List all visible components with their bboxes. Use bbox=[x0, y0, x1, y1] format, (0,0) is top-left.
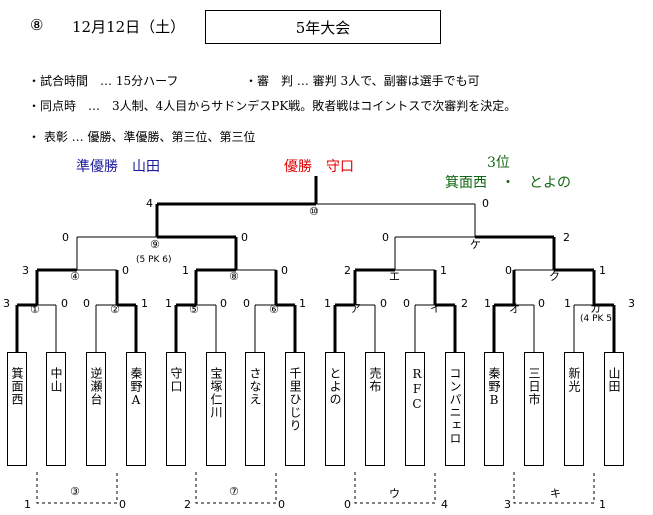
match-score: 3 bbox=[504, 498, 511, 511]
team-box: 守口 bbox=[166, 352, 186, 466]
rule-match-time: ・試合時間 … 15分ハーフ bbox=[28, 74, 179, 88]
match-score: 3 bbox=[22, 264, 29, 277]
event-title: 5年大会 bbox=[205, 10, 441, 44]
team-box: 新光 bbox=[564, 352, 584, 466]
match-score: 2 bbox=[344, 264, 351, 277]
match-label: エ bbox=[389, 270, 400, 283]
match-score: 0 bbox=[243, 297, 250, 310]
match-score: 0 bbox=[220, 297, 227, 310]
team-box: 箕面西 bbox=[7, 352, 27, 466]
match-score: 0 bbox=[122, 264, 129, 277]
match-score: 2 bbox=[184, 498, 191, 511]
match-label: ③ bbox=[70, 485, 80, 498]
match-score: 0 bbox=[62, 231, 69, 244]
match-label: ⑥ bbox=[269, 303, 279, 316]
match-score: 1 bbox=[484, 297, 491, 310]
team-box: 秦野A bbox=[126, 352, 146, 466]
event-date: 12月12日（土） bbox=[72, 18, 186, 36]
team-box: 宝塚仁川 bbox=[206, 352, 226, 466]
team-box: 三日市 bbox=[524, 352, 544, 466]
match-score: 1 bbox=[564, 297, 571, 310]
match-label: ク bbox=[549, 270, 560, 283]
pk-note: (5 PK 6) bbox=[136, 255, 172, 265]
match-score: 0 bbox=[505, 264, 512, 277]
match-score: 1 bbox=[599, 264, 606, 277]
match-label: ① bbox=[30, 303, 40, 316]
runner-up-label: 準優勝 山田 bbox=[76, 159, 160, 175]
match-score: 1 bbox=[440, 264, 447, 277]
match-label: ケ bbox=[470, 238, 481, 251]
match-score: 2 bbox=[563, 231, 570, 244]
match-score: 0 bbox=[403, 297, 410, 310]
match-label: ア bbox=[350, 302, 361, 315]
match-label: カ bbox=[590, 302, 601, 315]
team-box: コンパニェロ bbox=[445, 352, 465, 466]
match-score: 3 bbox=[628, 297, 635, 310]
match-label: ウ bbox=[389, 487, 400, 500]
match-score: 1 bbox=[299, 297, 306, 310]
match-score: 0 bbox=[538, 297, 545, 310]
team-box: 中山 bbox=[46, 352, 66, 466]
match-label: ⑤ bbox=[189, 303, 199, 316]
match-score: 0 bbox=[380, 297, 387, 310]
match-label: ⑨ bbox=[150, 238, 160, 251]
match-score: 0 bbox=[278, 498, 285, 511]
match-score: 4 bbox=[441, 498, 448, 511]
team-box: RFC bbox=[405, 352, 425, 466]
match-score: 0 bbox=[482, 197, 489, 210]
match-label: ⑦ bbox=[229, 485, 239, 498]
match-label: オ bbox=[509, 302, 520, 315]
match-score: 1 bbox=[165, 297, 172, 310]
match-score: 1 bbox=[24, 498, 31, 511]
team-box: 秦野B bbox=[484, 352, 504, 466]
match-score: 1 bbox=[141, 297, 148, 310]
match-label: イ bbox=[430, 302, 441, 315]
team-box: 千里ひじり bbox=[285, 352, 305, 466]
event-number: ⑧ bbox=[30, 16, 44, 34]
match-label: ② bbox=[110, 303, 120, 316]
match-score: 3 bbox=[3, 297, 10, 310]
match-score: 0 bbox=[241, 231, 248, 244]
team-box: 逆瀬台 bbox=[86, 352, 106, 466]
match-score: 2 bbox=[461, 297, 468, 310]
rule-awards: ・ 表彰 … 優勝、準優勝、第三位、第三位 bbox=[28, 130, 256, 144]
match-score: 0 bbox=[281, 264, 288, 277]
match-score: 0 bbox=[61, 297, 68, 310]
team-box: さなえ bbox=[245, 352, 265, 466]
match-label: ④ bbox=[70, 270, 80, 283]
match-score: 1 bbox=[324, 297, 331, 310]
team-box: とよの bbox=[325, 352, 345, 466]
pk-note: (4 PK 5) bbox=[580, 314, 616, 324]
match-score: 0 bbox=[344, 498, 351, 511]
match-label: ⑧ bbox=[229, 270, 239, 283]
rule-tie: ・同点時 … 3人制、4人目からサドンデスPK戦。敗者戦はコイントスで次審判を決… bbox=[28, 99, 517, 113]
match-score: 0 bbox=[119, 498, 126, 511]
third-place-label: 3位 bbox=[487, 155, 510, 171]
match-score: 4 bbox=[146, 197, 153, 210]
match-label: キ bbox=[550, 487, 561, 500]
third-place-teams: 箕面西 ・ とよの bbox=[445, 175, 571, 191]
match-score: 1 bbox=[182, 264, 189, 277]
match-score: 1 bbox=[599, 498, 606, 511]
match-label: ⑩ bbox=[309, 205, 319, 218]
match-score: 0 bbox=[83, 297, 90, 310]
champion-label: 優勝 守口 bbox=[284, 159, 354, 175]
team-box: 売布 bbox=[365, 352, 385, 466]
match-score: 0 bbox=[382, 231, 389, 244]
rule-referee: ・審 判 … 審判 3人で、副審は選手でも可 bbox=[245, 74, 480, 88]
team-box: 山田 bbox=[604, 352, 624, 466]
